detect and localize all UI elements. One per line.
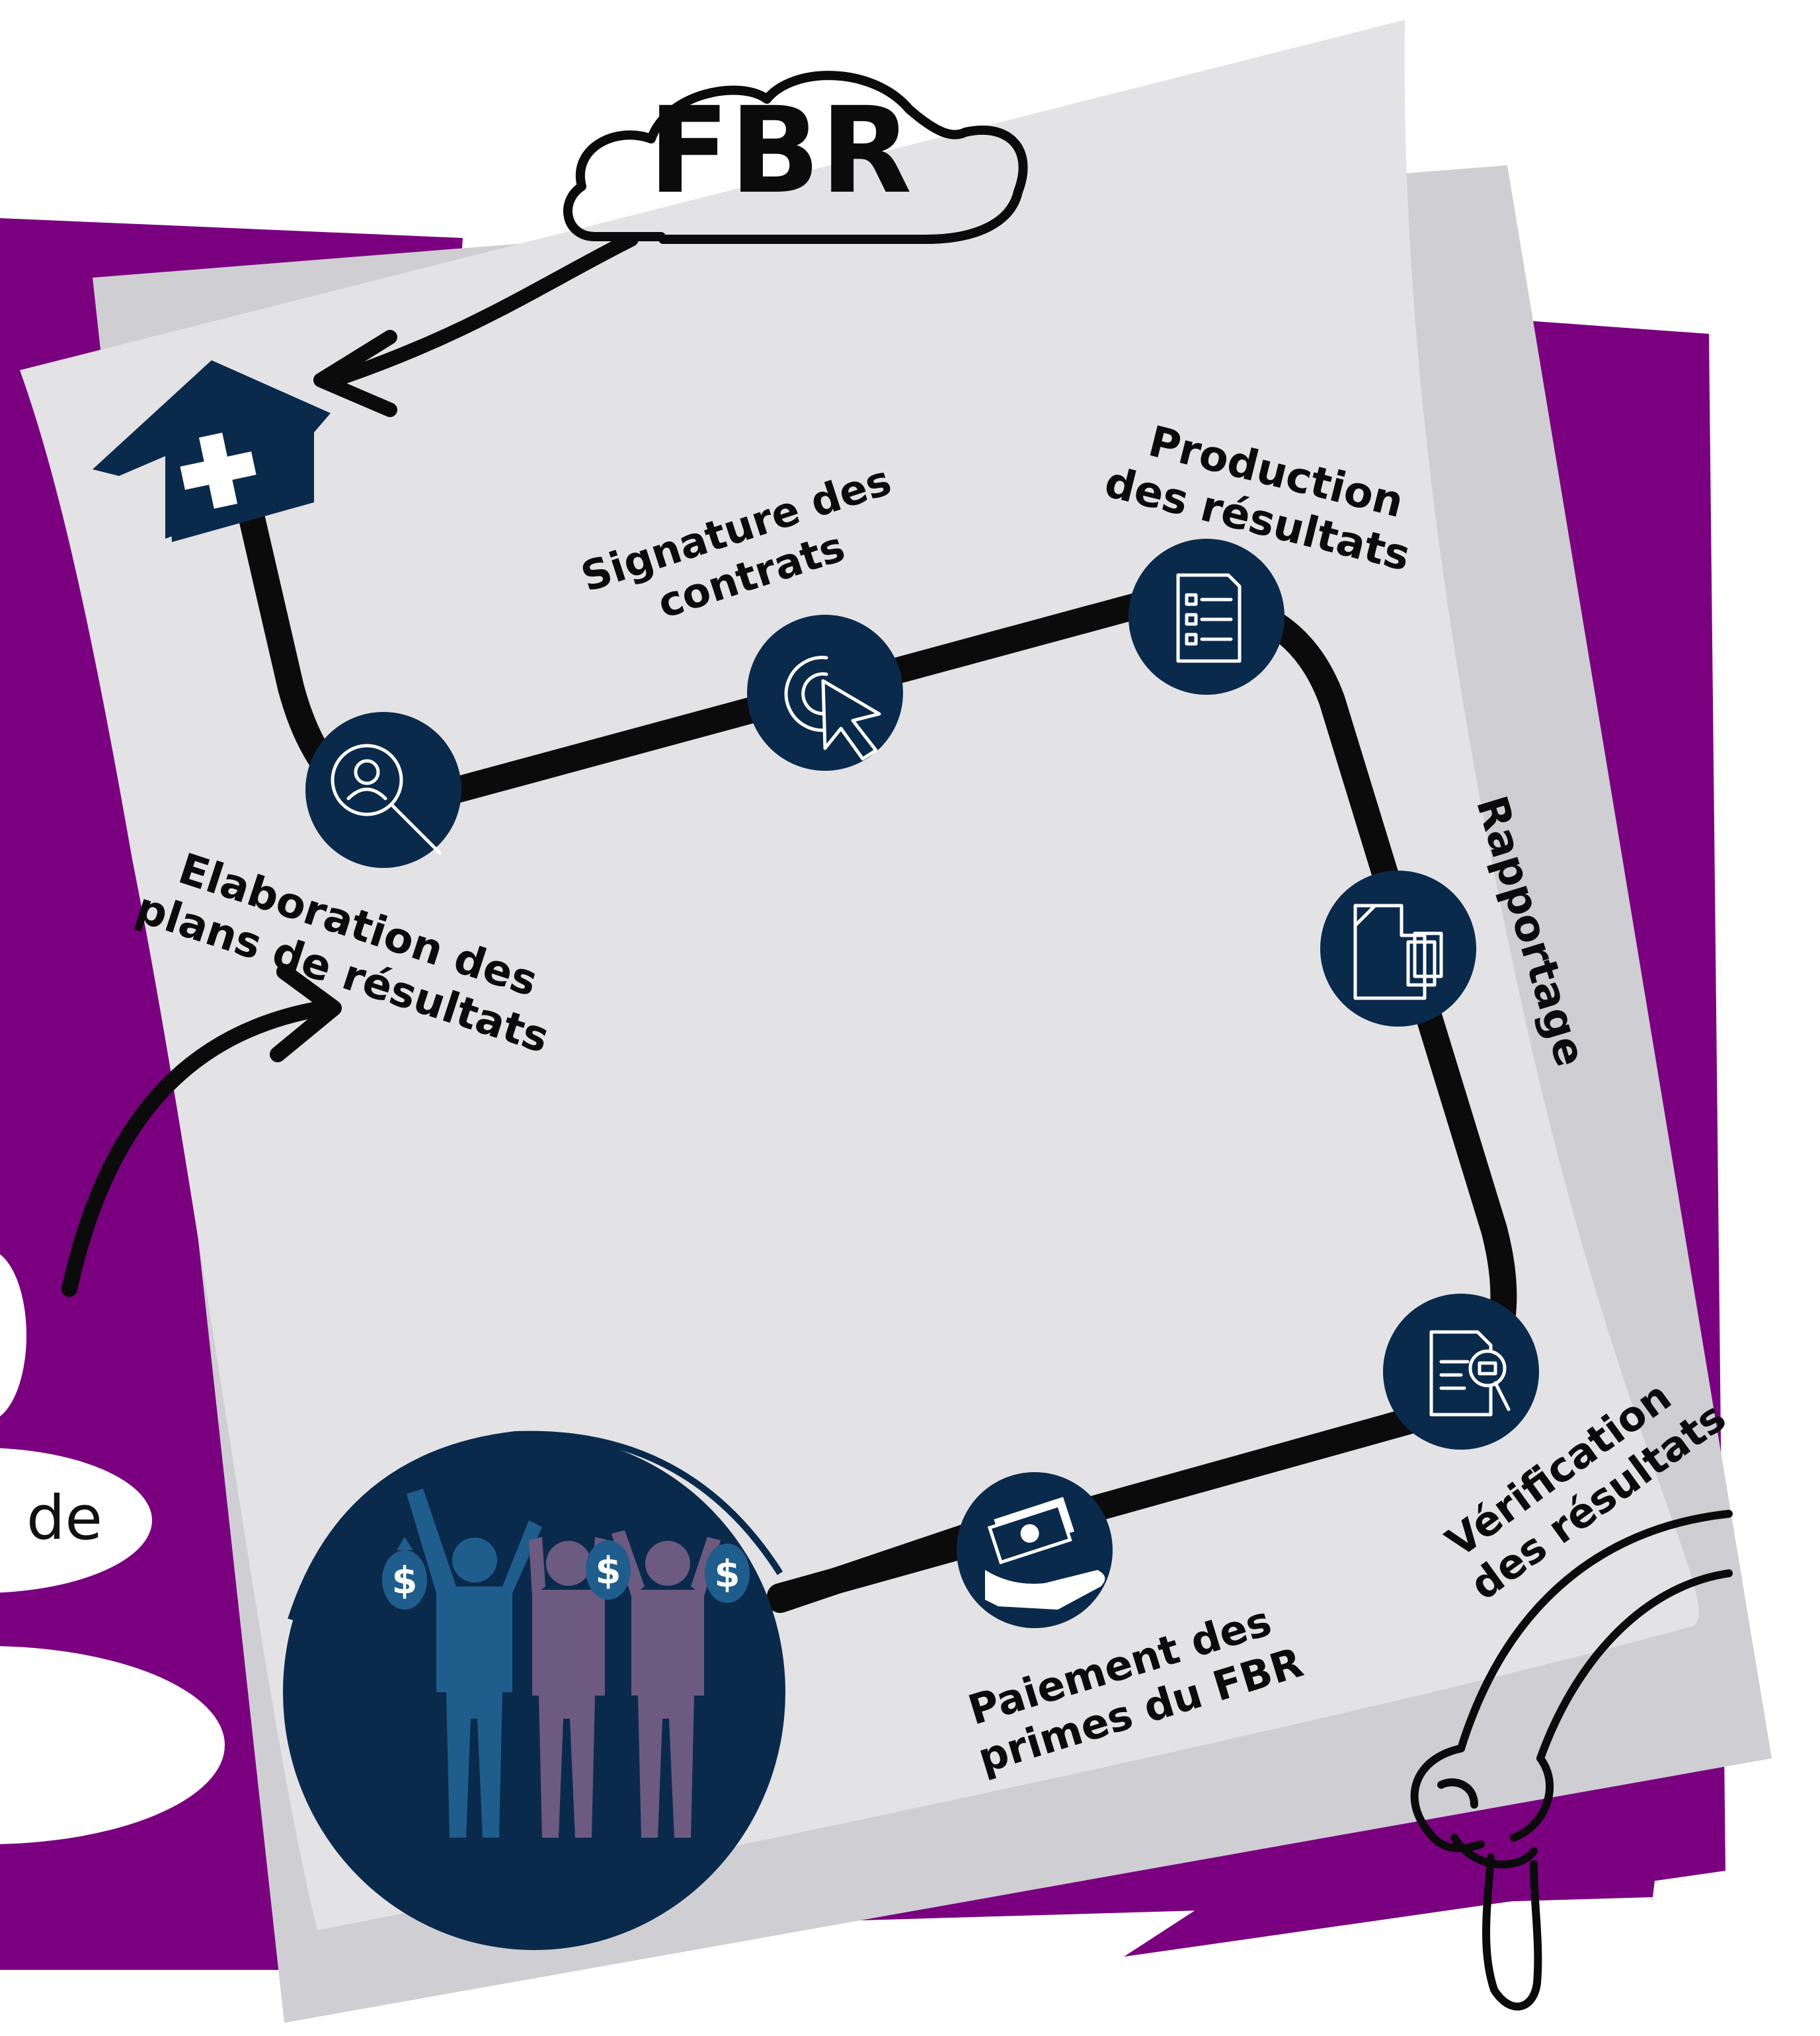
cloud-icon [563,71,1028,244]
arrow-into-elaboration [61,964,342,1297]
checklist-icon [1176,573,1242,663]
node-production [1128,539,1285,695]
cut-text: de [26,1483,102,1553]
node-rapportage [1320,871,1476,1027]
people-money-bags-icon: $ $ $ [283,1430,785,1950]
svg-text:$: $ [392,1559,418,1602]
search-person-icon [331,744,442,855]
click-pointer-icon [784,656,881,761]
documents-icon [1353,904,1443,1000]
money-hand-icon [985,1497,1105,1610]
svg-text:$: $ [596,1549,621,1592]
money-bag-center: $ [586,1540,631,1600]
money-bag-left: $ [382,1550,427,1610]
svg-text:$: $ [715,1553,740,1596]
money-bag-right: $ [705,1544,750,1603]
fbr-title: FBR [649,82,912,220]
node-paiement [957,1472,1113,1628]
hand-drawn-figure [1410,1510,1733,2011]
node-elaboration [305,712,461,868]
left-ellipse-bottom [0,1646,225,1844]
left-ellipse-top [0,1254,26,1417]
fbr-cloud [563,71,1028,244]
document-magnifier-icon [1429,1330,1511,1417]
person-mauve-1 [529,1537,608,1838]
health-facility-icon [93,360,331,542]
node-signature [747,615,903,771]
arrow-cloud-to-facility [313,232,639,417]
left-ellipse-mid [0,1448,152,1593]
person-mauve-2 [612,1530,721,1838]
node-verification [1383,1294,1539,1450]
